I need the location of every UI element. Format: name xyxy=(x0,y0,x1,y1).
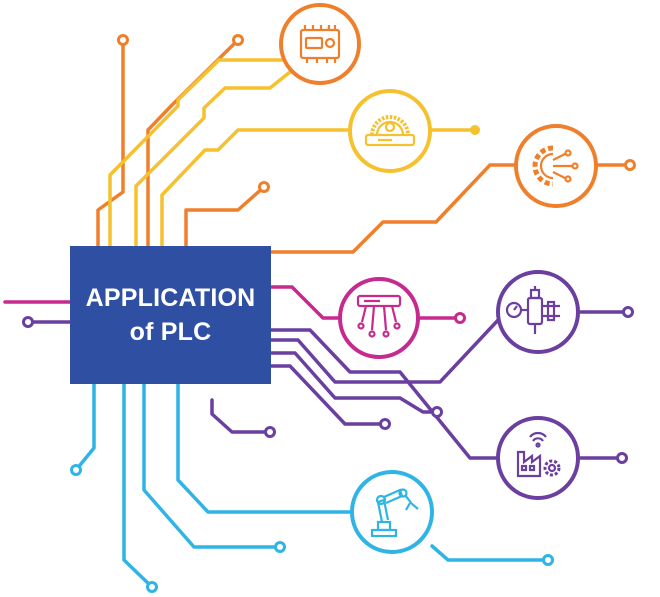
node-valve-gauge xyxy=(496,270,580,354)
trace-end-dot xyxy=(22,316,34,328)
trace-end-dot xyxy=(454,312,466,324)
trace-end-dot xyxy=(258,181,270,193)
trace-end-dot xyxy=(431,406,443,418)
node-air-conditioner xyxy=(338,277,420,359)
trace-orange-3 xyxy=(184,185,266,250)
trace-end-dot xyxy=(624,159,636,171)
trace-end-dot xyxy=(117,34,129,46)
trace-magenta-2 xyxy=(269,285,342,320)
circular-saw-icon xyxy=(364,115,416,147)
trace-cyan-4 xyxy=(176,382,354,514)
trace-orange-4 xyxy=(269,163,518,254)
trace-yellow-1 xyxy=(108,58,286,250)
trace-yellow-3 xyxy=(160,128,352,250)
trace-cyan-1 xyxy=(74,382,96,472)
plc-chip xyxy=(70,246,271,384)
trace-end-dot xyxy=(379,418,391,430)
trace-end-dot xyxy=(542,554,554,566)
trace-purple-5 xyxy=(269,364,387,426)
node-relay-module xyxy=(279,3,361,85)
node-robot-arm xyxy=(350,470,434,554)
air-conditioner-icon xyxy=(356,294,402,338)
trace-cyan-3 xyxy=(142,382,282,549)
trace-end-dot xyxy=(146,581,158,593)
trace-cyan-2 xyxy=(122,382,154,589)
node-smart-factory xyxy=(496,416,580,500)
trace-end-dot xyxy=(232,34,244,46)
node-circular-saw xyxy=(348,89,432,173)
trace-end-dot xyxy=(274,541,286,553)
valve-gauge-icon xyxy=(505,286,560,334)
robot-arm-icon xyxy=(370,488,419,538)
trace-end-dot xyxy=(622,306,634,318)
trace-end-dot xyxy=(616,452,628,464)
trace-end-dot xyxy=(264,426,276,438)
relay-module-icon xyxy=(299,25,341,63)
trace-end-dot xyxy=(70,464,82,476)
trace-purple-4 xyxy=(269,351,439,414)
smart-factory-icon xyxy=(516,431,561,478)
trace-end-dot-filled xyxy=(470,125,480,135)
trace-purple-8 xyxy=(210,398,272,434)
trace-cyan-5 xyxy=(430,544,550,562)
trace-purple-2 xyxy=(269,316,502,384)
gear-circuit-icon xyxy=(532,145,579,187)
node-gear-circuit xyxy=(514,124,598,208)
trace-purple-6 xyxy=(269,328,502,460)
trace-yellow-2 xyxy=(134,70,297,250)
